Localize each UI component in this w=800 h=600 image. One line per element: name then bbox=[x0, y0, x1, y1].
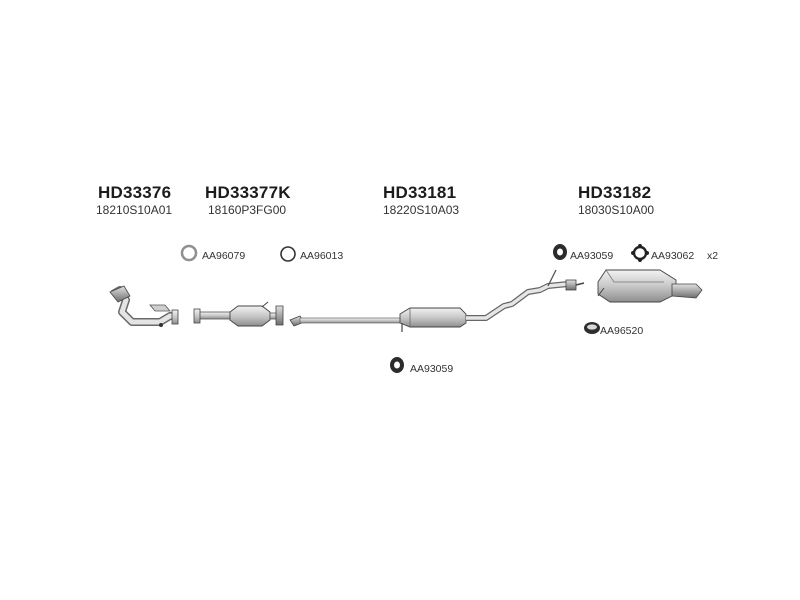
gasket-ring-icon-1[interactable] bbox=[180, 244, 198, 262]
front-pipe-part[interactable] bbox=[109, 285, 179, 327]
catalyst-part[interactable] bbox=[193, 301, 284, 327]
ref-hanger-bracket-qty: x2 bbox=[707, 250, 719, 262]
ref-hanger-bracket[interactable]: AA93062 bbox=[651, 250, 695, 262]
part-code-front-pipe[interactable]: HD33376 bbox=[98, 183, 172, 202]
ref-gasket-1[interactable]: AA96079 bbox=[202, 250, 246, 262]
middle-silencer-part[interactable] bbox=[289, 269, 585, 332]
ref-bush[interactable]: AA96520 bbox=[600, 325, 644, 337]
oem-number-front-pipe: 18210S10A01 bbox=[96, 203, 173, 217]
oem-number-rear-silencer: 18030S10A00 bbox=[578, 203, 655, 217]
oem-number-catalyst: 18160P3FG00 bbox=[208, 203, 287, 217]
rubber-hanger-icon-mid[interactable] bbox=[390, 357, 404, 373]
ref-hanger-rear[interactable]: AA93059 bbox=[570, 250, 614, 262]
part-code-catalyst[interactable]: HD33377K bbox=[205, 183, 291, 202]
ref-gasket-2[interactable]: AA96013 bbox=[300, 250, 344, 262]
gasket-ring-icon-2[interactable] bbox=[280, 246, 296, 262]
oem-number-middle-silencer: 18220S10A03 bbox=[383, 203, 460, 217]
rubber-hanger-icon-rear[interactable] bbox=[553, 244, 567, 260]
hanger-bracket-icon[interactable] bbox=[631, 244, 649, 262]
part-code-middle-silencer[interactable]: HD33181 bbox=[383, 183, 457, 202]
rear-silencer-part[interactable] bbox=[597, 269, 703, 303]
rubber-bush-icon[interactable] bbox=[584, 322, 600, 334]
ref-hanger-mid[interactable]: AA93059 bbox=[410, 363, 454, 375]
part-code-rear-silencer[interactable]: HD33182 bbox=[578, 183, 652, 202]
